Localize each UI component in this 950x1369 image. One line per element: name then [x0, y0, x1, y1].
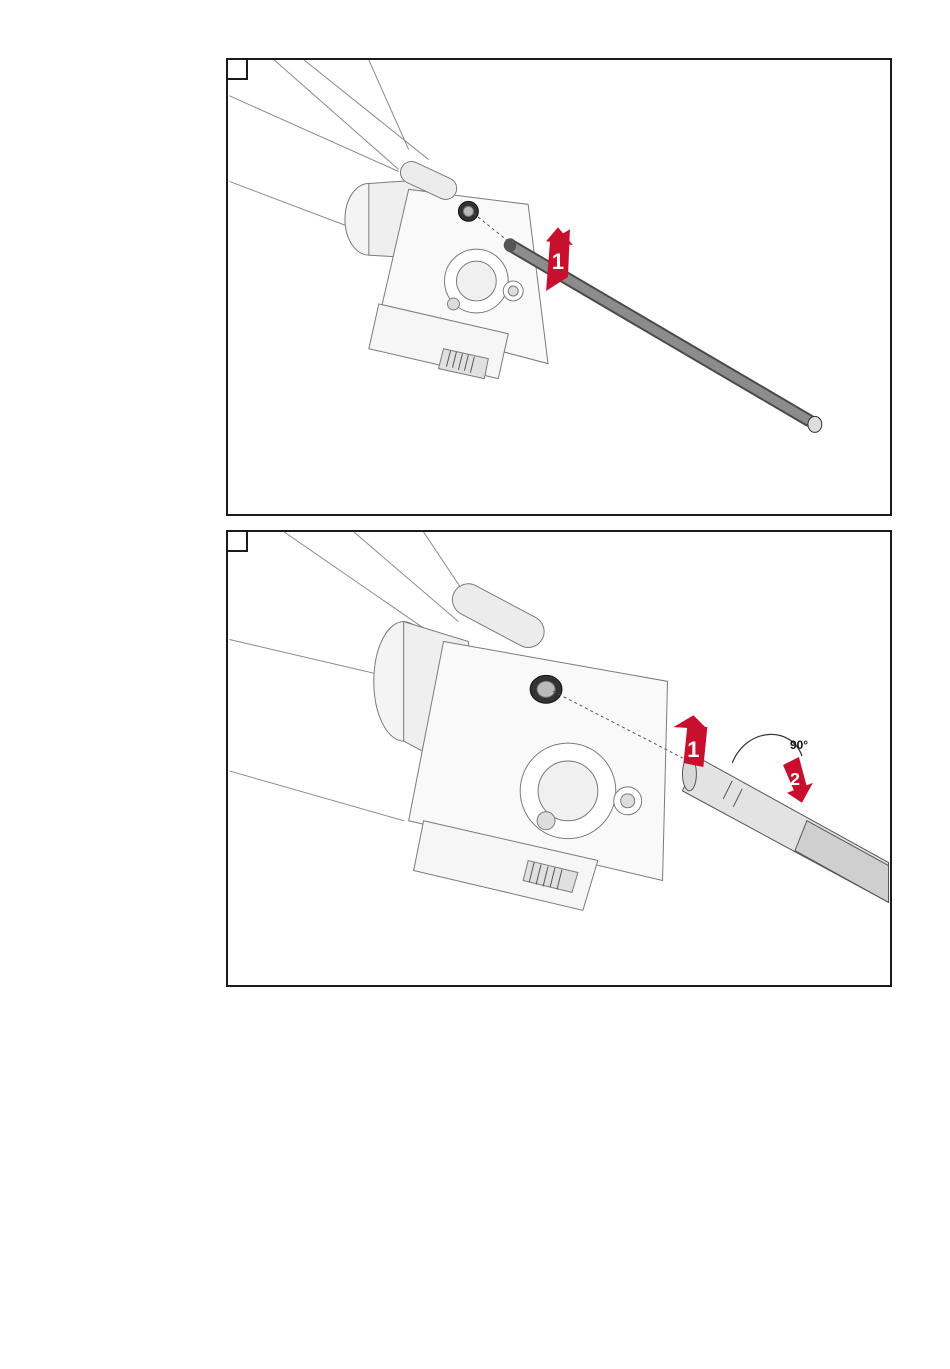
illustration-torch-neck-insert: 1: [228, 60, 890, 514]
callout-label-2: 2: [790, 769, 800, 789]
callout-arrow-2: 2: [783, 757, 813, 803]
torch-housing: [345, 158, 548, 379]
illustration-torch-neck-lock: 90° 2 1: [228, 532, 890, 985]
step-panel-1: 1: [226, 58, 892, 516]
liner-rod: [682, 757, 888, 902]
callout-label-1: 1: [552, 249, 564, 274]
step-panel-2: 90° 2 1: [226, 530, 892, 987]
torch-housing: [374, 578, 668, 910]
callout-label-1: 1: [687, 737, 699, 762]
rotation-angle-label: 90°: [790, 738, 808, 752]
callout-arrow-1: 1: [673, 715, 707, 767]
